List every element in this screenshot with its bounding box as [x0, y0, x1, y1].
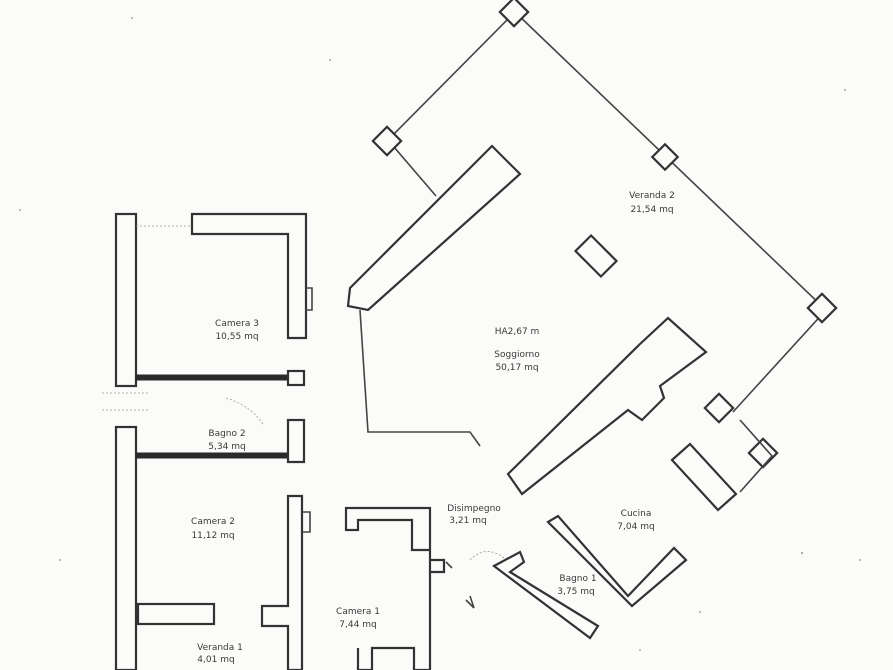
camera1-walls: [344, 506, 453, 670]
cucina-area: 7,04 mq: [617, 522, 654, 532]
camera3-name: Camera 3: [215, 319, 259, 329]
soggiorno-name: Soggiorno: [494, 350, 540, 360]
left-exterior-wall: [102, 212, 190, 670]
camera2-name: Camera 2: [191, 517, 235, 527]
veranda2-name: Veranda 2: [629, 191, 675, 201]
camera2-walls: [136, 494, 311, 670]
camera3-walls: [190, 212, 313, 340]
veranda2-outline: [371, 0, 838, 469]
veranda1-name: Veranda 1: [197, 643, 243, 653]
camera1-area: 7,44 mq: [339, 620, 376, 630]
soggiorno-walls: [346, 144, 774, 512]
scan-noise: [19, 17, 861, 651]
partition-walls: [135, 369, 306, 464]
room-labels: Camera 3 10,55 mq Bagno 2 5,34 mq Camera…: [191, 191, 675, 665]
disimpegno-area: 3,21 mq: [449, 516, 486, 526]
cucina-name: Cucina: [621, 509, 652, 519]
disimpegno-name: Disimpegno: [447, 504, 501, 514]
camera1-name: Camera 1: [336, 607, 380, 617]
camera2-area: 11,12 mq: [191, 531, 234, 541]
door-arcs: [225, 397, 505, 561]
camera3-area: 10,55 mq: [215, 332, 258, 342]
bagno2-name: Bagno 2: [208, 429, 245, 439]
veranda1-area: 4,01 mq: [197, 655, 234, 665]
veranda2-area: 21,54 mq: [630, 205, 673, 215]
bagno1-area: 3,75 mq: [557, 587, 594, 597]
bagno1-name: Bagno 1: [559, 574, 596, 584]
altezza-label: HA2,67 m: [495, 327, 540, 337]
cucina-walls: [465, 514, 688, 640]
bagno2-area: 5,34 mq: [208, 442, 245, 452]
soggiorno-area: 50,17 mq: [495, 363, 538, 373]
